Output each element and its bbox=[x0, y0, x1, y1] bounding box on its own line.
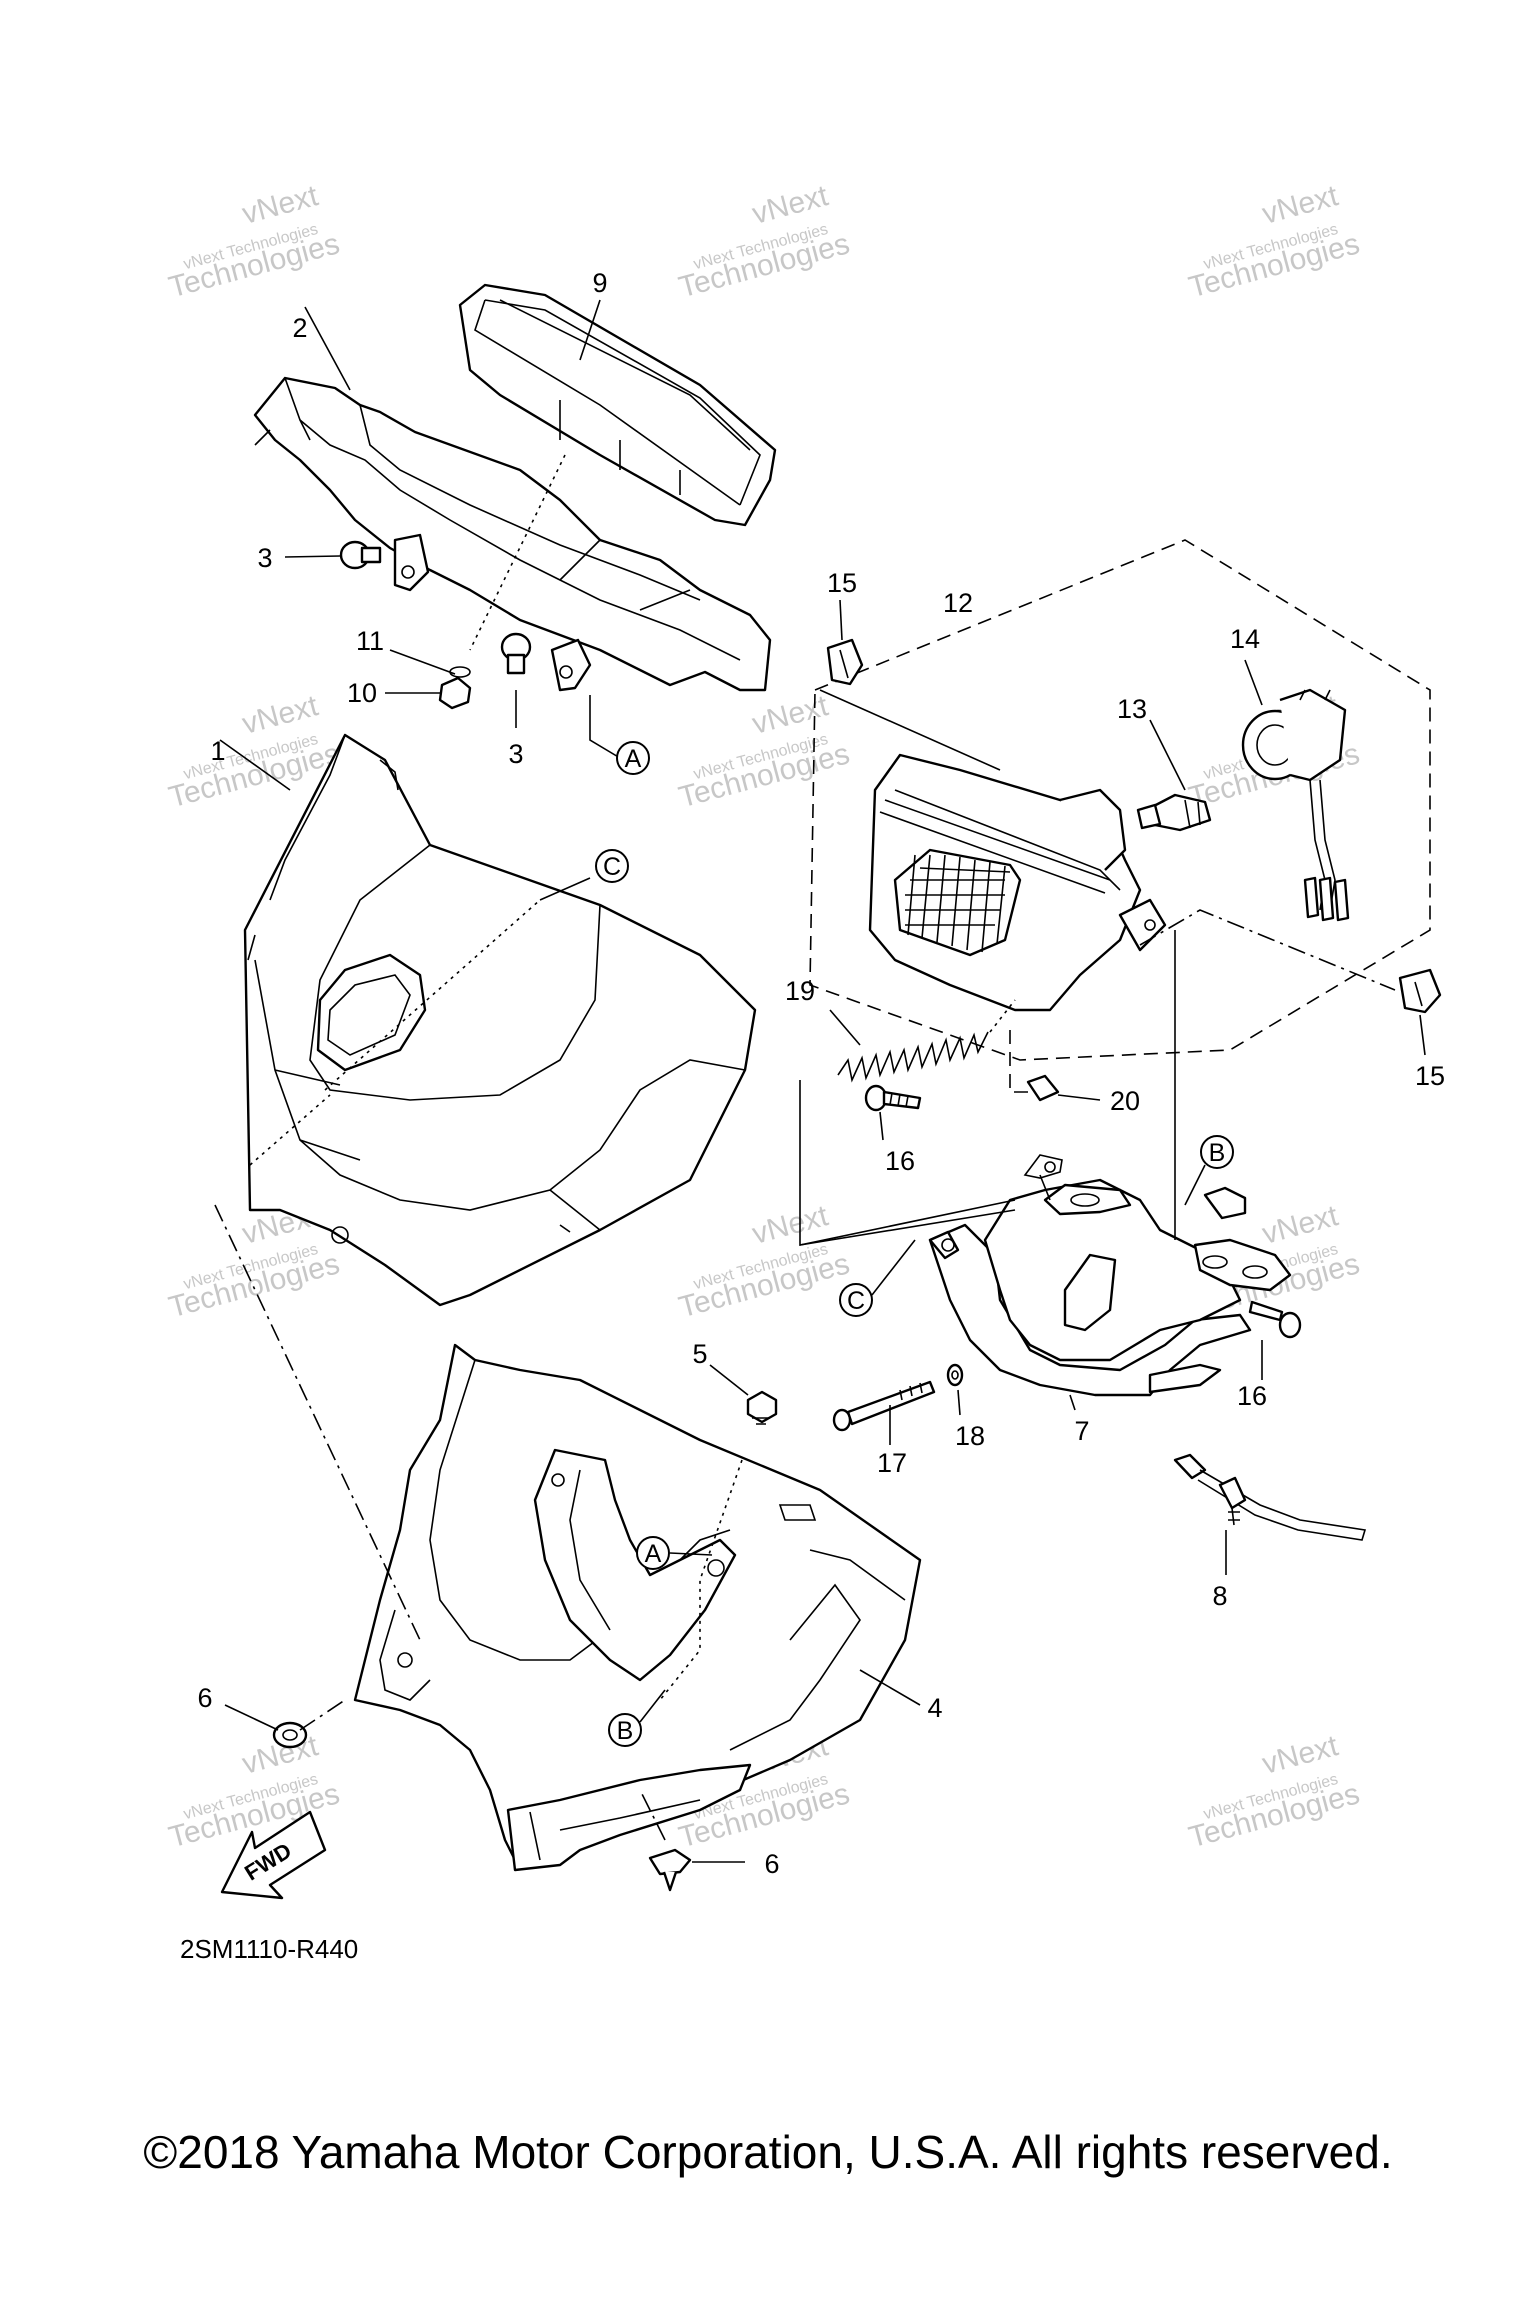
callout-20: 20 bbox=[1110, 1086, 1140, 1116]
leader-line bbox=[669, 1552, 713, 1556]
callout-17: 17 bbox=[877, 1448, 907, 1478]
leader-line bbox=[1069, 1394, 1076, 1411]
fastener-washer-18 bbox=[946, 1363, 964, 1387]
leader-line bbox=[1149, 719, 1186, 791]
fastener-bolt-16a bbox=[864, 1084, 922, 1112]
fastener-clip-6a bbox=[272, 1721, 308, 1749]
leader-dashdot bbox=[639, 1789, 666, 1841]
fastener-clip-6b bbox=[648, 1848, 692, 1892]
part-stay bbox=[928, 1154, 1292, 1397]
leader-line bbox=[871, 1239, 916, 1296]
callout-1: 1 bbox=[210, 736, 225, 766]
callout-labels: 2 9 3 3 11 10 1 15 12 14 13 19 20 15 16 … bbox=[197, 268, 1445, 1879]
callout-3b: 3 bbox=[508, 739, 523, 769]
leader-line bbox=[859, 1669, 921, 1706]
copyright-notice: ©2018 Yamaha Motor Corporation, U.S.A. A… bbox=[143, 2126, 1392, 2178]
leader-line bbox=[709, 1364, 749, 1396]
callout-7: 7 bbox=[1074, 1416, 1089, 1446]
ref-letter-c: C bbox=[603, 853, 621, 881]
part-clip-15b bbox=[1398, 968, 1442, 1014]
part-front-cowl bbox=[243, 733, 757, 1307]
callout-8: 8 bbox=[1212, 1581, 1227, 1611]
leader-line bbox=[639, 1689, 666, 1723]
ref-letter-c: C bbox=[847, 1287, 865, 1315]
leader-line bbox=[957, 1389, 961, 1416]
leader-dotted bbox=[249, 1094, 331, 1166]
leader-dashdot bbox=[299, 1699, 346, 1731]
leader-line bbox=[839, 599, 843, 641]
callout-14: 14 bbox=[1230, 624, 1260, 654]
callout-16b: 16 bbox=[1237, 1381, 1267, 1411]
ref-marker-a1: A bbox=[616, 741, 650, 775]
callout-3a: 3 bbox=[257, 543, 272, 573]
part-meter bbox=[458, 283, 777, 527]
callout-5: 5 bbox=[692, 1339, 707, 1369]
leader-line bbox=[539, 877, 591, 901]
leader-line bbox=[819, 689, 1001, 771]
callout-15b: 15 bbox=[1415, 1061, 1445, 1091]
leader-line bbox=[1184, 1164, 1206, 1206]
fastener-screw-5 bbox=[746, 1390, 778, 1425]
fastener-washer-11 bbox=[449, 666, 471, 678]
fastener-bolt-17 bbox=[832, 1380, 936, 1432]
leader-dotted bbox=[659, 1459, 743, 1701]
ref-marker-c2: C bbox=[839, 1283, 873, 1317]
callout-6a: 6 bbox=[197, 1683, 212, 1713]
fastener-bolt-16b bbox=[1248, 1300, 1302, 1339]
part-clip-20 bbox=[1026, 1074, 1060, 1102]
leader-line bbox=[1057, 1094, 1101, 1101]
callout-2: 2 bbox=[292, 313, 307, 343]
callout-9: 9 bbox=[592, 268, 607, 298]
leader-dotted bbox=[989, 999, 1016, 1033]
part-headlight bbox=[868, 753, 1167, 1012]
leader-dashdot bbox=[214, 1204, 421, 1641]
callout-15a: 15 bbox=[827, 568, 857, 598]
leader-line bbox=[1244, 659, 1263, 706]
assembly-boundary-12 bbox=[809, 539, 1431, 1061]
reference-markers: A C B C A B bbox=[595, 741, 1234, 1747]
part-upper-cover bbox=[253, 376, 772, 692]
ref-marker-b2: B bbox=[608, 1713, 642, 1747]
ref-marker-c1: C bbox=[595, 849, 629, 883]
leader-lines-top bbox=[284, 299, 621, 759]
leader-line bbox=[799, 1209, 1016, 1246]
fastener-grommet-3a bbox=[339, 533, 430, 592]
leader-line bbox=[219, 739, 291, 791]
part-lower-bracket bbox=[506, 1763, 752, 1872]
fastener-nut-10 bbox=[438, 676, 472, 710]
callout-18: 18 bbox=[955, 1421, 985, 1451]
callout-6b: 6 bbox=[764, 1849, 779, 1879]
leader-line bbox=[829, 1009, 861, 1046]
fastener-grommet-3b bbox=[500, 632, 592, 692]
callout-11: 11 bbox=[356, 626, 384, 656]
part-cable-tie bbox=[1173, 1453, 1367, 1541]
ref-letter-a: A bbox=[645, 1540, 662, 1568]
callout-10: 10 bbox=[347, 678, 377, 708]
ref-marker-a2: A bbox=[636, 1536, 670, 1570]
callout-16a: 16 bbox=[885, 1146, 915, 1176]
ref-letter-b: B bbox=[1209, 1139, 1226, 1167]
leader-line bbox=[879, 1111, 884, 1141]
callout-13: 13 bbox=[1117, 694, 1147, 724]
leader-dashed bbox=[1009, 1030, 1028, 1093]
ref-letter-a: A bbox=[625, 745, 642, 773]
headlight-lens-grid bbox=[905, 854, 1011, 953]
part-lower-cowl bbox=[353, 1343, 922, 1862]
part-spring bbox=[837, 1031, 989, 1083]
part-bulb bbox=[1136, 793, 1212, 832]
part-socket bbox=[1241, 688, 1350, 922]
leader-line bbox=[1419, 1014, 1426, 1056]
callout-4: 4 bbox=[927, 1693, 942, 1723]
leader-line bbox=[224, 1704, 279, 1731]
ref-letter-b: B bbox=[617, 1717, 634, 1745]
ref-marker-b1: B bbox=[1200, 1135, 1234, 1169]
callout-19: 19 bbox=[785, 976, 815, 1006]
leader-dashdot bbox=[1139, 909, 1396, 991]
diagram-code: 2SM1110-R440 bbox=[180, 1934, 358, 1964]
part-clip-15a bbox=[826, 638, 864, 686]
callout-12: 12 bbox=[943, 588, 973, 618]
